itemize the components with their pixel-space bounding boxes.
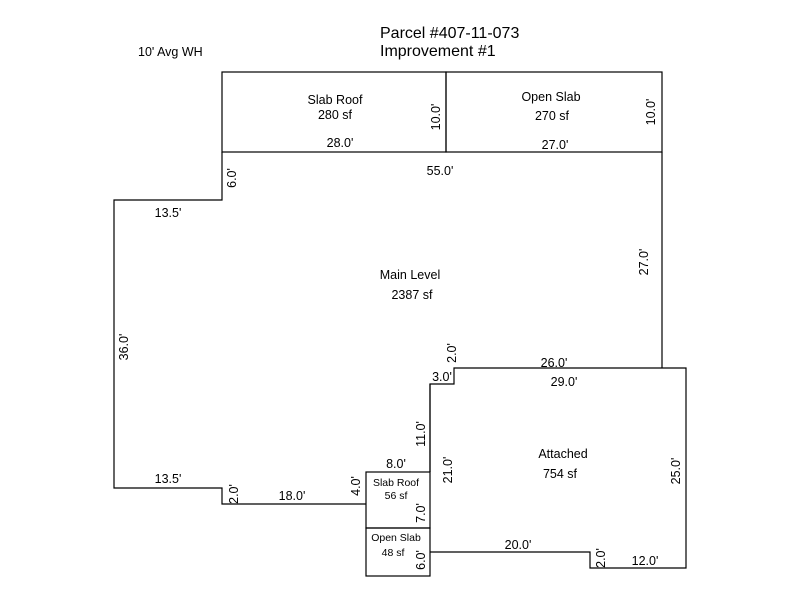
dim-main-bottom: 18.0' xyxy=(279,489,306,503)
parcel-title: Parcel #407-11-073 xyxy=(380,25,519,42)
dim-main-inner-top: 26.0' xyxy=(541,356,568,370)
dim-attached-jog: 2.0' xyxy=(594,548,608,568)
dim-open-slab-small-right: 6.0' xyxy=(414,550,428,570)
open-slab-small-name: Open Slab xyxy=(371,532,421,544)
dim-main-inner-jog: 2.0' xyxy=(445,343,459,363)
dim-attached-bottom-right: 12.0' xyxy=(632,554,659,568)
dim-main-bottom-jog: 2.0' xyxy=(227,484,241,504)
dim-slab-roof-small-top: 8.0' xyxy=(386,457,406,471)
slab-roof-small-name: Slab Roof xyxy=(373,477,419,489)
dim-slab-roof-top-width: 28.0' xyxy=(327,136,354,150)
main-level-name: Main Level xyxy=(380,268,440,282)
dim-main-inner-step: 3.0' xyxy=(432,370,452,384)
dim-main-left-upper-step: 13.5' xyxy=(155,206,182,220)
attached-area: 754 sf xyxy=(543,467,578,481)
main-level-area: 2387 sf xyxy=(391,288,433,302)
attached-name: Attached xyxy=(538,447,587,461)
dim-slab-roof-small-left: 4.0' xyxy=(349,476,363,496)
dim-main-right: 27.0' xyxy=(637,249,651,276)
dim-attached-left: 21.0' xyxy=(441,457,455,484)
dim-main-top: 55.0' xyxy=(427,164,454,178)
open-slab-top-outline xyxy=(445,71,663,153)
attached-outline xyxy=(429,367,687,569)
dim-main-inner-vertical: 11.0' xyxy=(414,421,428,447)
improvement-title: Improvement #1 xyxy=(380,43,496,60)
main-level-outline-left xyxy=(113,152,366,505)
dim-main-left-lower-step: 13.5' xyxy=(155,472,182,486)
dim-slab-roof-top-depth: 10.0' xyxy=(429,104,443,131)
dim-open-slab-top-depth: 10.0' xyxy=(644,99,658,126)
open-slab-small-area: 48 sf xyxy=(382,547,405,559)
wall-height-note: 10' Avg WH xyxy=(138,45,203,59)
dim-slab-roof-small-right: 7.0' xyxy=(414,503,428,523)
dim-attached-right: 25.0' xyxy=(669,458,683,485)
slab-roof-top-area: 280 sf xyxy=(318,108,353,122)
open-slab-top-area: 270 sf xyxy=(535,109,570,123)
open-slab-top-name: Open Slab xyxy=(521,90,580,104)
dim-main-left: 36.0' xyxy=(117,334,131,361)
dim-attached-top: 29.0' xyxy=(551,375,578,389)
dim-open-slab-top-width: 27.0' xyxy=(542,138,569,152)
slab-roof-top-name: Slab Roof xyxy=(308,93,363,107)
dim-attached-bottom: 20.0' xyxy=(505,538,532,552)
slab-roof-small-area: 56 sf xyxy=(385,490,408,502)
dim-main-left-jog: 6.0' xyxy=(225,168,239,188)
